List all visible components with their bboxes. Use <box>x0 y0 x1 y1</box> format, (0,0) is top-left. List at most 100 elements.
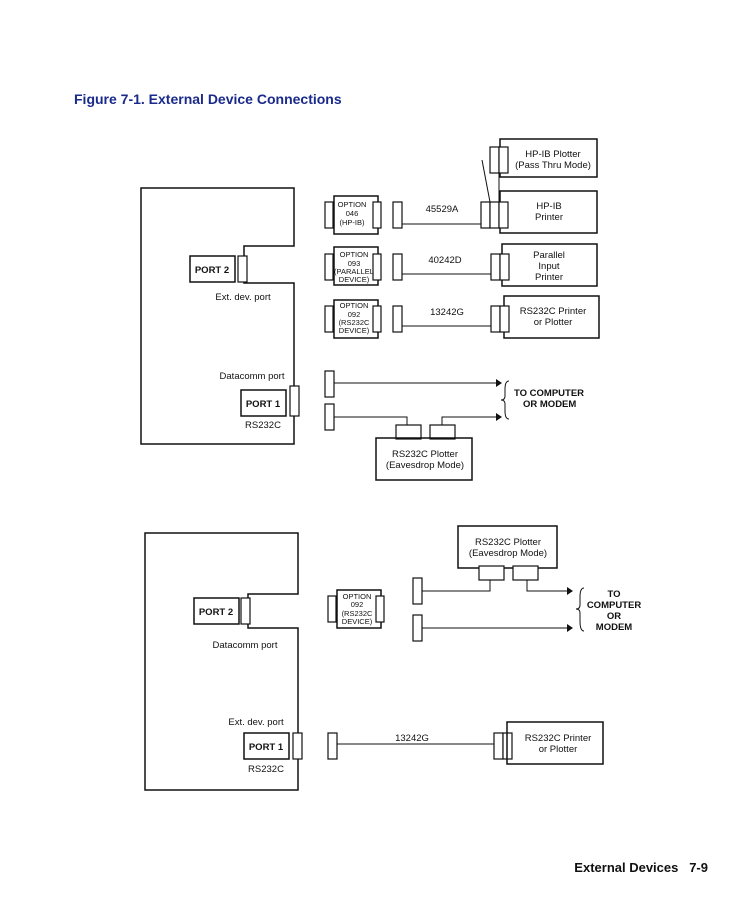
top-port2-connector <box>237 255 248 283</box>
bottom-port1-box <box>243 732 290 760</box>
top-port1-box <box>240 389 287 417</box>
top-eaves-plotter-box <box>375 437 473 481</box>
bottom-rs232-printer-box <box>506 721 604 765</box>
bottom-to-computer-line1: TO <box>607 589 620 600</box>
bottom-opt092-line2: 092 <box>351 600 364 609</box>
bottom-datacomm-plug-upper <box>412 577 423 605</box>
top-arrow-upper <box>496 379 502 387</box>
bottom-opt092-line1: OPTION <box>343 592 372 601</box>
hpib-printer-line2: Printer <box>535 212 563 223</box>
bottom-datacomm-port-label: Datacomm port <box>213 640 278 651</box>
bottom-rs232c-label: RS232C <box>248 764 284 775</box>
cable-45529a-plug <box>392 201 403 229</box>
parallel-printer-line2: Input <box>538 261 559 272</box>
cable-40242d-label: 40242D <box>428 255 461 266</box>
bottom-cable-13242g-plug <box>327 732 338 760</box>
top-to-computer-line2: OR MODEM <box>523 399 576 410</box>
top-arrow-lower <box>496 413 502 421</box>
hpib-printer-connector-b <box>489 201 500 229</box>
figure-title: Figure 7-1. External Device Connections <box>74 91 342 107</box>
bottom-eaves-connector-a <box>478 565 505 581</box>
opt046-line2: 046 <box>346 209 359 218</box>
opt046-left-pin <box>324 201 334 229</box>
top-terminal-body <box>140 187 295 445</box>
top-eaves-connector-b <box>429 424 456 440</box>
opt093-line4: DEVICE) <box>339 275 370 284</box>
bottom-rs232-printer-line2: or Plotter <box>539 744 578 755</box>
cable-40242d-plug <box>392 253 403 281</box>
top-datacomm-plug-lower <box>324 403 335 431</box>
top-rs232-printer-connector-b <box>499 305 510 333</box>
bottom-port1-connector <box>292 732 303 760</box>
top-rs232-printer-line2: or Plotter <box>534 317 573 328</box>
hpib-printer-connector-c <box>498 201 509 229</box>
bottom-terminal-body <box>144 532 299 791</box>
opt092-line1: OPTION <box>340 301 369 310</box>
top-brace <box>500 380 510 420</box>
top-diagram: PORT 2 Ext. dev. port Datacomm port PORT… <box>140 138 600 481</box>
bottom-to-computer-line2: COMPUTER <box>587 600 642 611</box>
parallel-printer-connector-b <box>499 253 510 281</box>
opt093-line3: (PARALLEL <box>334 267 374 276</box>
opt093-left-pin <box>324 253 334 281</box>
top-rs232-printer-line1: RS232C Printer <box>520 306 587 317</box>
opt046-right-pin <box>372 201 382 229</box>
bottom-rs232-printer-connector-a <box>493 732 504 760</box>
bottom-port2-box <box>193 597 240 625</box>
top-port2-box <box>189 255 236 283</box>
bottom-datacomm-plug-lower <box>412 614 423 642</box>
parallel-printer-line3: Printer <box>535 272 563 283</box>
opt046-line1: OPTION <box>338 200 367 209</box>
top-datacomm-port-label: Datacomm port <box>220 371 285 382</box>
hpib-plotter-line2: (Pass Thru Mode) <box>515 160 591 171</box>
opt093-line2: 093 <box>348 259 361 268</box>
bottom-opt092-left-pin <box>327 595 337 623</box>
top-rs232c-label: RS232C <box>245 420 281 431</box>
bottom-eaves-plotter-line1: RS232C Plotter <box>475 537 541 548</box>
top-port2-label: PORT 2 <box>195 265 229 276</box>
top-to-computer-line1: TO COMPUTER <box>514 388 584 399</box>
top-eaves-plotter-line1: RS232C Plotter <box>392 449 458 460</box>
hpib-printer-connector-a <box>480 201 491 229</box>
opt093-right-pin <box>372 253 382 281</box>
top-eaves-connector-a <box>395 424 422 440</box>
cable-45529a-label: 45529A <box>426 204 459 215</box>
opt093-line1: OPTION <box>340 250 369 259</box>
top-ext-dev-port-label: Ext. dev. port <box>215 292 271 303</box>
bottom-eaves-plotter-line2: (Eavesdrop Mode) <box>469 548 547 559</box>
top-rs232-printer-connector-a <box>490 305 501 333</box>
bottom-port1-label: PORT 1 <box>249 742 284 753</box>
cable-13242g-label: 13242G <box>430 307 464 318</box>
bottom-datacomm-line-upper <box>422 580 491 592</box>
opt092-line3: (RS232C <box>339 318 370 327</box>
hpib-plotter-line1: HP-IB Plotter <box>525 149 580 160</box>
parallel-printer-connector-a <box>490 253 501 281</box>
hpib-printer-line1: HP-IB <box>536 201 561 212</box>
cable-13242g-plug <box>392 305 403 333</box>
top-port1-label: PORT 1 <box>246 399 281 410</box>
top-eaves-plotter-line2: (Eavesdrop Mode) <box>386 460 464 471</box>
bottom-arrow-lower <box>567 624 573 632</box>
bottom-brace <box>575 587 585 632</box>
top-port1-connector <box>289 385 300 417</box>
bottom-opt092-line3: (RS232C <box>342 609 373 618</box>
bottom-diagram: PORT 2 Datacomm port Ext. dev. port PORT… <box>144 525 642 791</box>
bottom-arrow-upper <box>567 587 573 595</box>
bottom-opt092-right-pin <box>375 595 385 623</box>
bottom-to-computer-line3: OR <box>607 611 621 622</box>
top-datacomm-plug-upper <box>324 370 335 398</box>
hpib-pass-thru-link-a <box>481 159 491 203</box>
bottom-eaves-connector-b <box>512 565 539 581</box>
page-footer: External Devices 7-9 <box>574 860 708 875</box>
opt092-line2: 092 <box>348 310 361 319</box>
bottom-cable-13242g-label: 13242G <box>395 733 429 744</box>
opt092-right-pin <box>372 305 382 333</box>
bottom-ext-dev-port-label: Ext. dev. port <box>228 717 284 728</box>
opt092-left-pin <box>324 305 334 333</box>
bottom-eaves-plotter-box <box>457 525 558 569</box>
bottom-rs232-printer-line1: RS232C Printer <box>525 733 592 744</box>
bottom-port2-label: PORT 2 <box>199 607 233 618</box>
hpib-plotter-connector-a <box>489 146 500 174</box>
top-datacomm-line-lower <box>334 416 408 425</box>
